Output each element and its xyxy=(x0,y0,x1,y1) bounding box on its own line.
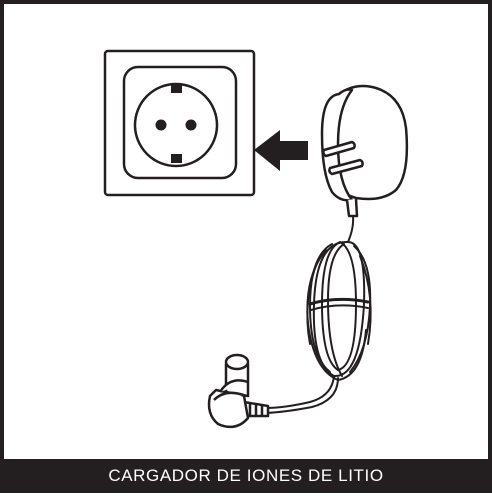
dc-barrel-plug-icon xyxy=(207,353,270,429)
charger-adapter-icon xyxy=(320,84,409,218)
left-arrow-icon xyxy=(254,130,308,171)
charger-illustration xyxy=(103,49,409,429)
wall-socket-icon xyxy=(103,49,256,197)
caption-text: CARGADOR DE IONES DE LITIO xyxy=(108,466,384,485)
coiled-cable-icon xyxy=(265,215,372,414)
caption-bar: CARGADOR DE IONES DE LITIO xyxy=(0,459,492,493)
